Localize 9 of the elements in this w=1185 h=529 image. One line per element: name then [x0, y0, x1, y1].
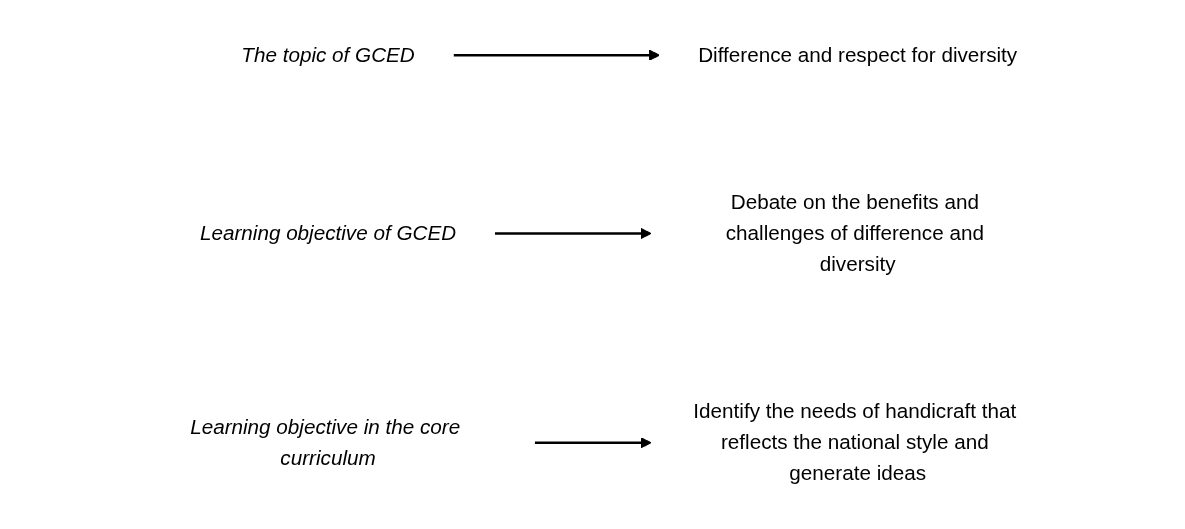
node-text: Difference and respect for diversity	[697, 43, 1017, 66]
arrow	[453, 49, 660, 61]
arrow	[494, 227, 652, 240]
node-text: The topic of GCED	[240, 43, 415, 66]
node-text: Learning objective in the core curriculum	[189, 415, 460, 469]
node-text: Identify the needs of handicraft that reflects the national style and generate ideas	[692, 400, 1016, 485]
arrow	[534, 437, 652, 449]
node-text: Learning objective of GCED	[199, 221, 456, 244]
node-text: Debate on the benefits and challenges of difference and diversity	[725, 190, 984, 275]
